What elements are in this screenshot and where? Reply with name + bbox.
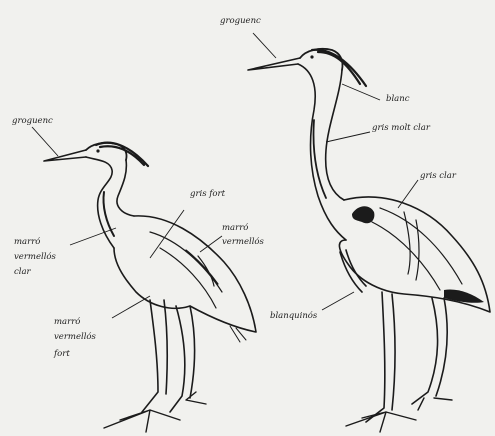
labels: groguenc marró vermellós clar gris fort …	[12, 16, 457, 359]
leader-left-belly	[112, 296, 150, 318]
label-left-belly-line3: fort	[53, 349, 70, 359]
label-right-crest: blanc	[386, 94, 410, 104]
heron-right-wing-lines	[372, 208, 462, 290]
heron-right	[248, 49, 490, 432]
label-left-wing-line2: vermellós	[222, 236, 265, 247]
heron-left-bill	[44, 150, 86, 161]
leader-left-neck	[70, 228, 116, 245]
label-left-neck-line2: vermellós	[14, 251, 57, 262]
label-right-bill: groguenc	[220, 16, 261, 26]
label-left-bill: groguenc	[12, 116, 53, 126]
leader-left-bill	[32, 127, 58, 156]
heron-left-legs	[142, 300, 195, 412]
heron-right-shoulder-patch	[352, 206, 374, 223]
label-left-neck-line1: marró	[14, 236, 40, 247]
heron-left-neck	[86, 157, 134, 248]
heron-left-body	[114, 216, 256, 332]
heron-right-eye	[310, 55, 313, 58]
label-left-wing-line1: marró	[222, 222, 248, 233]
heron-left-eye	[96, 149, 99, 152]
label-left-neck-line3: clar	[14, 267, 32, 277]
leader-right-crest	[342, 84, 380, 100]
label-right-belly: blanquinós	[270, 310, 318, 321]
label-right-neck: gris molt clar	[372, 123, 431, 133]
heron-right-neck	[298, 64, 346, 240]
heron-right-feet	[346, 398, 452, 432]
heron-left	[44, 143, 256, 432]
label-right-wing: gris clar	[420, 171, 457, 181]
heron-right-bill	[248, 58, 300, 70]
leader-right-wing	[398, 180, 418, 208]
label-left-belly-line1: marró	[54, 316, 80, 327]
leader-right-neck	[326, 132, 370, 142]
leader-lines	[32, 33, 418, 318]
leader-right-bill	[253, 33, 276, 58]
heron-right-legs	[366, 292, 447, 422]
label-left-back: gris fort	[190, 189, 226, 199]
leader-right-belly	[322, 292, 354, 310]
label-left-belly-line2: vermellós	[54, 331, 97, 342]
heron-left-crest	[96, 143, 148, 166]
